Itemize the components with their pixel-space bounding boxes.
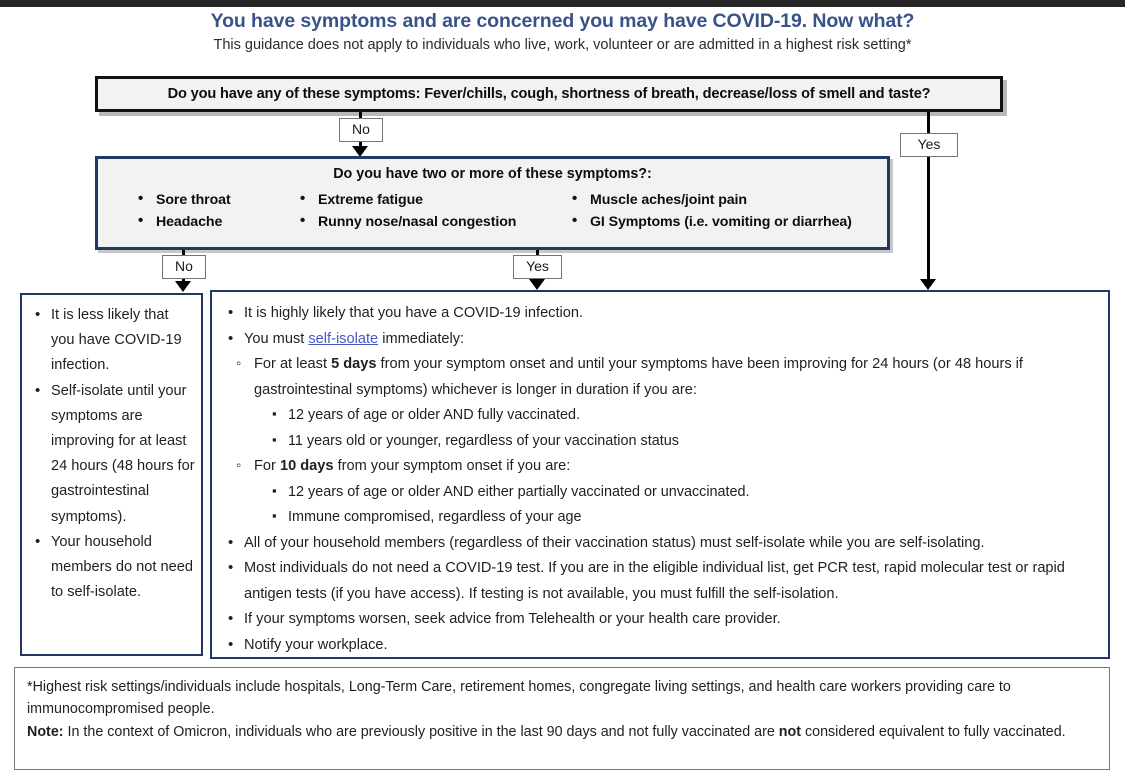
symptom-item: Headache xyxy=(134,210,296,233)
footnote-note-bold: not xyxy=(778,723,801,740)
self-isolate-text-post: immediately: xyxy=(378,330,465,347)
sub1-pre: For at least xyxy=(254,356,332,373)
low-risk-list: It is less likely that you have COVID-19… xyxy=(26,302,195,606)
footnote-note: Note: In the context of Omicron, individ… xyxy=(27,721,1097,743)
window-top-bar xyxy=(0,0,1125,7)
connector-q2-yes-line-top xyxy=(536,250,539,258)
symptom-columns: Sore throat Headache Extreme fatigue Run… xyxy=(108,188,877,233)
sub2-pre: For xyxy=(254,458,280,475)
footnote-line-1: *Highest risk settings/individuals inclu… xyxy=(27,679,1011,718)
list-item: Immune compromised, regardless of your a… xyxy=(220,503,1098,530)
result-box-low-risk: It is less likely that you have COVID-19… xyxy=(20,293,203,656)
high-risk-list: It is highly likely that you have a COVI… xyxy=(220,300,1098,353)
connector-q1-no-line-bottom xyxy=(359,142,362,149)
connector-label-q1-no: No xyxy=(339,118,383,142)
list-item: Most individuals do not need a COVID-19 … xyxy=(220,555,1098,607)
list-item: It is less likely that you have COVID-19… xyxy=(26,302,195,379)
symptom-item: Extreme fatigue xyxy=(296,188,568,211)
list-item: For 10 days from your symptom onset if y… xyxy=(220,453,1098,480)
footnote-note-pre: In the context of Omicron, individuals w… xyxy=(63,723,779,740)
symptom-item: Sore throat xyxy=(134,188,296,211)
footnote-note-post: considered equivalent to fully vaccinate… xyxy=(801,723,1066,740)
sub2-post: from your symptom onset if you are: xyxy=(333,458,571,475)
sub1-post: from your symptom onset and until your s… xyxy=(254,356,1023,398)
symptom-item: Muscle aches/joint pain xyxy=(568,188,858,211)
connector-q1-yes-arrowhead xyxy=(920,279,936,290)
self-isolate-text-pre: You must xyxy=(244,330,309,347)
question-box-secondary-symptoms-heading: Do you have two or more of these symptom… xyxy=(333,166,652,182)
list-item-self-isolate: You must self-isolate immediately: xyxy=(220,326,1098,353)
symptom-item: Runny nose/nasal congestion xyxy=(296,210,568,233)
connector-q1-yes-line xyxy=(927,112,930,283)
connector-label-q2-no: No xyxy=(162,255,206,279)
high-risk-list-tail: All of your household members (regardles… xyxy=(220,530,1098,659)
page-title: You have symptoms and are concerned you … xyxy=(210,10,915,32)
footnote-note-label: Note: xyxy=(27,723,64,740)
list-item: Self-isolate until your symptoms are imp… xyxy=(26,378,195,530)
question-box-primary-symptoms-text: Do you have any of these symptoms: Fever… xyxy=(167,86,931,102)
sub2-bold: 10 days xyxy=(279,458,334,475)
high-risk-subsublist-10days: 12 years of age or older AND either part… xyxy=(220,478,1098,531)
question-box-secondary-symptoms: Do you have two or more of these symptom… xyxy=(95,156,890,250)
list-item: For at least 5 days from your symptom on… xyxy=(220,351,1098,403)
connector-q1-no-line-top xyxy=(359,112,362,121)
high-risk-sublist-5days: For at least 5 days from your symptom on… xyxy=(220,351,1098,403)
list-item: 12 years of age or older AND fully vacci… xyxy=(220,401,1098,428)
high-risk-subsublist-5days: 12 years of age or older AND fully vacci… xyxy=(220,401,1098,454)
sub1-bold: 5 days xyxy=(331,356,377,373)
list-item: It is highly likely that you have a COVI… xyxy=(220,300,1098,327)
list-item: 12 years of age or older AND either part… xyxy=(220,478,1098,505)
list-item: If your symptoms worsen, seek advice fro… xyxy=(220,606,1098,633)
list-item: All of your household members (regardles… xyxy=(220,530,1098,557)
self-isolate-link[interactable]: self-isolate xyxy=(308,330,379,347)
symptom-column-2: Extreme fatigue Runny nose/nasal congest… xyxy=(296,188,568,233)
result-box-high-risk: It is highly likely that you have a COVI… xyxy=(210,290,1110,659)
footnote-box: *Highest risk settings/individuals inclu… xyxy=(14,667,1110,770)
page-subtitle: This guidance does not apply to individu… xyxy=(213,37,912,53)
connector-label-q2-yes: Yes xyxy=(513,255,562,279)
connector-q2-no-line-top xyxy=(182,250,185,258)
symptom-column-1: Sore throat Headache xyxy=(108,188,296,233)
connector-q2-no-arrowhead xyxy=(175,281,191,292)
list-item: Your household members do not need to se… xyxy=(26,529,195,606)
high-risk-sublist-10days: For 10 days from your symptom onset if y… xyxy=(220,453,1098,480)
list-item: Notify your workplace. xyxy=(220,632,1098,659)
symptom-column-3: Muscle aches/joint pain GI Symptoms (i.e… xyxy=(568,188,858,233)
question-box-primary-symptoms: Do you have any of these symptoms: Fever… xyxy=(95,76,1003,112)
connector-label-q1-yes: Yes xyxy=(900,133,958,157)
symptom-item: GI Symptoms (i.e. vomiting or diarrhea) xyxy=(568,210,858,233)
connector-q1-no-arrowhead xyxy=(352,146,368,157)
connector-q2-yes-arrowhead xyxy=(529,279,545,290)
list-item: 11 years old or younger, regardless of y… xyxy=(220,427,1098,454)
